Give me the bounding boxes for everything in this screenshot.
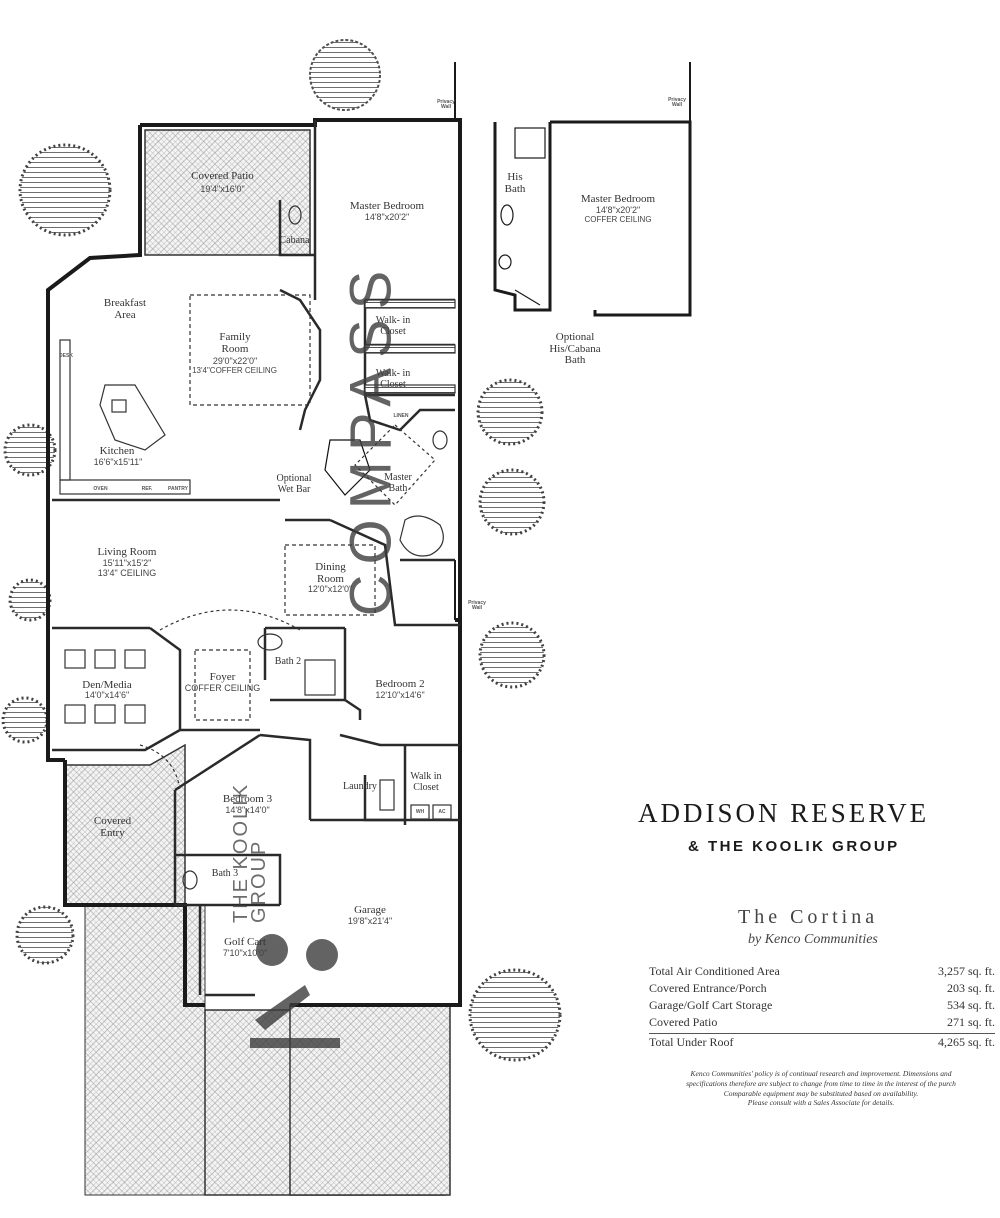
privacy-wall-label-1: Privacy Wall: [437, 99, 455, 111]
laundry-label: Laundry: [343, 781, 377, 792]
watermark-logo: [250, 934, 340, 1048]
breakfast-area-label: Breakfast Area: [103, 297, 147, 321]
pantry-label: PANTRY: [168, 486, 188, 492]
family-room-dim: 29'0"x22'0": [212, 356, 258, 366]
paved-areas: [64, 129, 451, 1196]
optional-his-bath-plan: [493, 62, 692, 317]
covered-patio-dim: 19'4"x16'0": [200, 184, 245, 194]
golf-cart-label: Golf Cart: [224, 936, 266, 948]
area-value: 203 sq. ft.: [947, 981, 995, 995]
foyer-ceiling: COFFER CEILING: [184, 683, 261, 693]
area-label: Total Air Conditioned Area: [649, 964, 780, 978]
den-media-dim: 14'0"x14'6": [84, 690, 130, 700]
bedroom2-dim: 12'10"x14'6": [375, 690, 425, 700]
kitchen-dim: 16'6"x15'11": [93, 457, 143, 467]
family-room-ceiling: 13'4"COFFER CEILING: [192, 366, 277, 375]
bedroom2-label: Bedroom 2: [375, 678, 425, 690]
kitchen-label: Kitchen: [99, 445, 135, 457]
inset-master-bedroom-dim: 14'8"x20'2": [595, 205, 641, 215]
area-row-total: Total Under Roof 4,265 sq. ft.: [649, 1033, 995, 1051]
covered-entry-label: Covered Entry: [93, 815, 132, 839]
model-builder: by Kenco Communities: [748, 932, 878, 947]
foyer-label: Foyer: [209, 671, 236, 683]
walk-in-closet-label-1: Walk- in Closet: [375, 315, 411, 337]
area-value: 4,265 sq. ft.: [938, 1035, 995, 1049]
disclaimer: Kenco Communities' policy is of continua…: [648, 1069, 994, 1108]
inset-coffer-ceiling: COFFER CEILING: [584, 215, 652, 224]
area-row: Covered Patio 271 sq. ft.: [649, 1014, 995, 1031]
desk-label: DESK: [59, 353, 73, 359]
optional-wet-bar-label: Optional Wet Bar: [276, 473, 312, 495]
area-label: Covered Entrance/Porch: [649, 981, 767, 995]
master-bedroom-label: Master Bedroom: [349, 200, 425, 212]
area-value: 271 sq. ft.: [947, 1015, 995, 1029]
living-room-label: Living Room: [97, 546, 157, 558]
brand-subtitle: & THE KOOLIK GROUP: [688, 838, 900, 855]
compass-watermark: COMPASS: [338, 260, 404, 617]
area-label: Covered Patio: [649, 1015, 718, 1029]
his-bath-label: His Bath: [504, 171, 526, 195]
area-table: Total Air Conditioned Area 3,257 sq. ft.…: [649, 963, 995, 1051]
area-row: Total Air Conditioned Area 3,257 sq. ft.: [649, 963, 995, 980]
family-room-label: Family Room: [219, 331, 251, 355]
disclaimer-line: Kenco Communities' policy is of continua…: [690, 1069, 952, 1078]
garage-label: Garage: [354, 904, 386, 916]
bath2-label: Bath 2: [274, 656, 302, 667]
koolik-group-watermark: THE KOOLIK GROUP: [230, 782, 270, 923]
linen-label: LINEN: [393, 413, 409, 419]
disclaimer-line: Comparable equipment may be substituted …: [723, 1088, 919, 1098]
area-value: 3,257 sq. ft.: [938, 964, 995, 978]
model-name: The Cortina: [738, 906, 879, 928]
bedroom3-label: Bedroom 3: [222, 793, 273, 805]
bedroom3-dim: 14'8"x14'0": [225, 805, 270, 815]
bath3-label: Bath 3: [211, 868, 239, 879]
interior-walls: [52, 120, 460, 997]
covered-patio-label: Covered Patio: [191, 170, 254, 182]
area-row: Covered Entrance/Porch 203 sq. ft.: [649, 980, 995, 997]
cabana-label: Cabana: [279, 235, 310, 246]
walk-in-closet-2-label: Walk in Closet: [410, 771, 442, 793]
master-bath-label: Master Bath: [384, 472, 412, 494]
brand-title: ADDISON RESERVE: [638, 798, 930, 828]
den-media-label: Den/Media: [82, 679, 132, 691]
privacy-wall-label-3: Privacy Wall: [468, 600, 486, 612]
area-value: 534 sq. ft.: [947, 998, 995, 1012]
master-bedroom-dim: 14'8"x20'2": [364, 212, 410, 222]
dining-room-dim: 12'0"x12'0": [307, 584, 353, 594]
garage-dim: 19'8"x21'4": [347, 916, 393, 926]
ref-label: REF.: [141, 486, 153, 492]
ac-label: AC: [438, 809, 446, 815]
fixtures: [59, 205, 456, 890]
privacy-wall-label-2: Privacy Wall: [668, 97, 686, 109]
optional-bath-label: Optional His/Cabana Bath: [549, 331, 601, 367]
area-row: Garage/Golf Cart Storage 534 sq. ft.: [649, 997, 995, 1014]
disclaimer-line: specifications therefore are subject to …: [686, 1078, 956, 1088]
wh-label: WH: [415, 809, 425, 815]
disclaimer-line: Please consult with a Sales Associate fo…: [747, 1098, 895, 1108]
oven-label: OVEN: [93, 486, 108, 492]
walk-in-closet-label-2: Walk- in Closet: [375, 368, 411, 390]
area-label: Garage/Golf Cart Storage: [649, 998, 773, 1012]
living-room-ceiling: 13'4" CEILING: [97, 568, 157, 578]
area-label: Total Under Roof: [649, 1035, 734, 1049]
dining-room-label: Dining Room: [315, 561, 346, 585]
inset-master-bedroom-label: Master Bedroom: [580, 193, 656, 205]
living-room-dim: 15'11"x15'2": [102, 558, 152, 568]
golf-cart-dim: 7'10"x10'0": [222, 948, 268, 958]
